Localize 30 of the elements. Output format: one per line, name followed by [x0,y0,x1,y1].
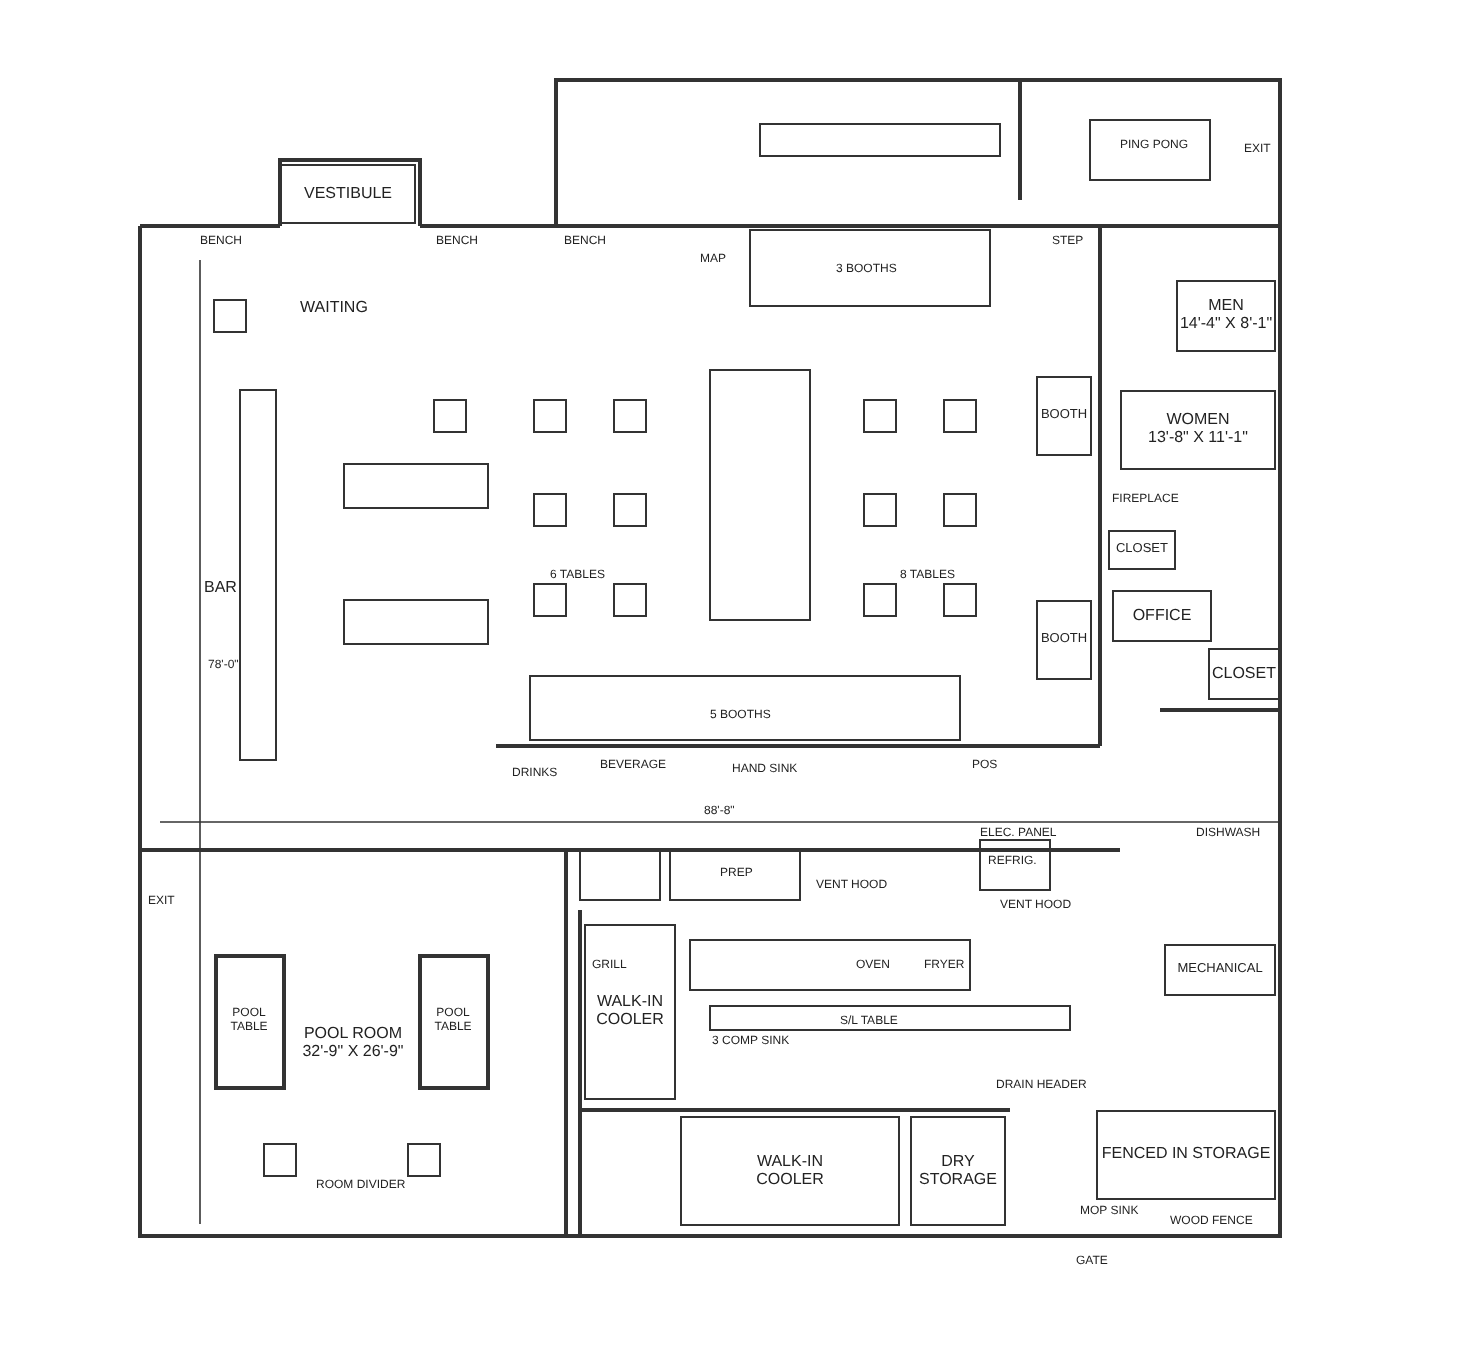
room-outline [680,1116,900,1226]
room-label: WOMEN [1166,412,1230,430]
room-outline [1176,280,1276,352]
room-label: POOL ROOM [303,1025,403,1043]
room-dimension: 14'-4" X 8'-1" [1179,316,1273,334]
room-label: WAITING [300,300,368,316]
room-outline [1164,944,1276,996]
room-dimension: 13'-8" X 11'-1" [1148,430,1248,448]
room-outline [584,924,676,1100]
room-outline [1096,1110,1276,1200]
pool-table [417,953,489,1089]
room-label: BAR [204,580,237,596]
room-outline [910,1116,1006,1226]
room-label: VESTIBULE [303,185,392,203]
pool-table [213,953,285,1089]
room-outline [1036,376,1092,456]
room-outline [280,164,416,224]
room-dimension: 32'-9" X 26'-9" [302,1043,404,1061]
room-label: MEN [1208,298,1244,316]
room-label: OFFICE [1132,607,1192,625]
room-label: DRY STORAGE [917,1153,999,1189]
room-label: WALK-IN COOLER [754,1153,826,1189]
room-label: CLOSET [1211,665,1276,683]
room-outline [1108,530,1176,570]
room-outline [1208,648,1280,700]
room-label: FENCED IN STORAGE [1101,1146,1271,1164]
room-outline [1112,590,1212,642]
room-outline [1036,600,1092,680]
room-label: WALK-IN COOLER [594,994,666,1030]
room-outline [1120,390,1276,470]
